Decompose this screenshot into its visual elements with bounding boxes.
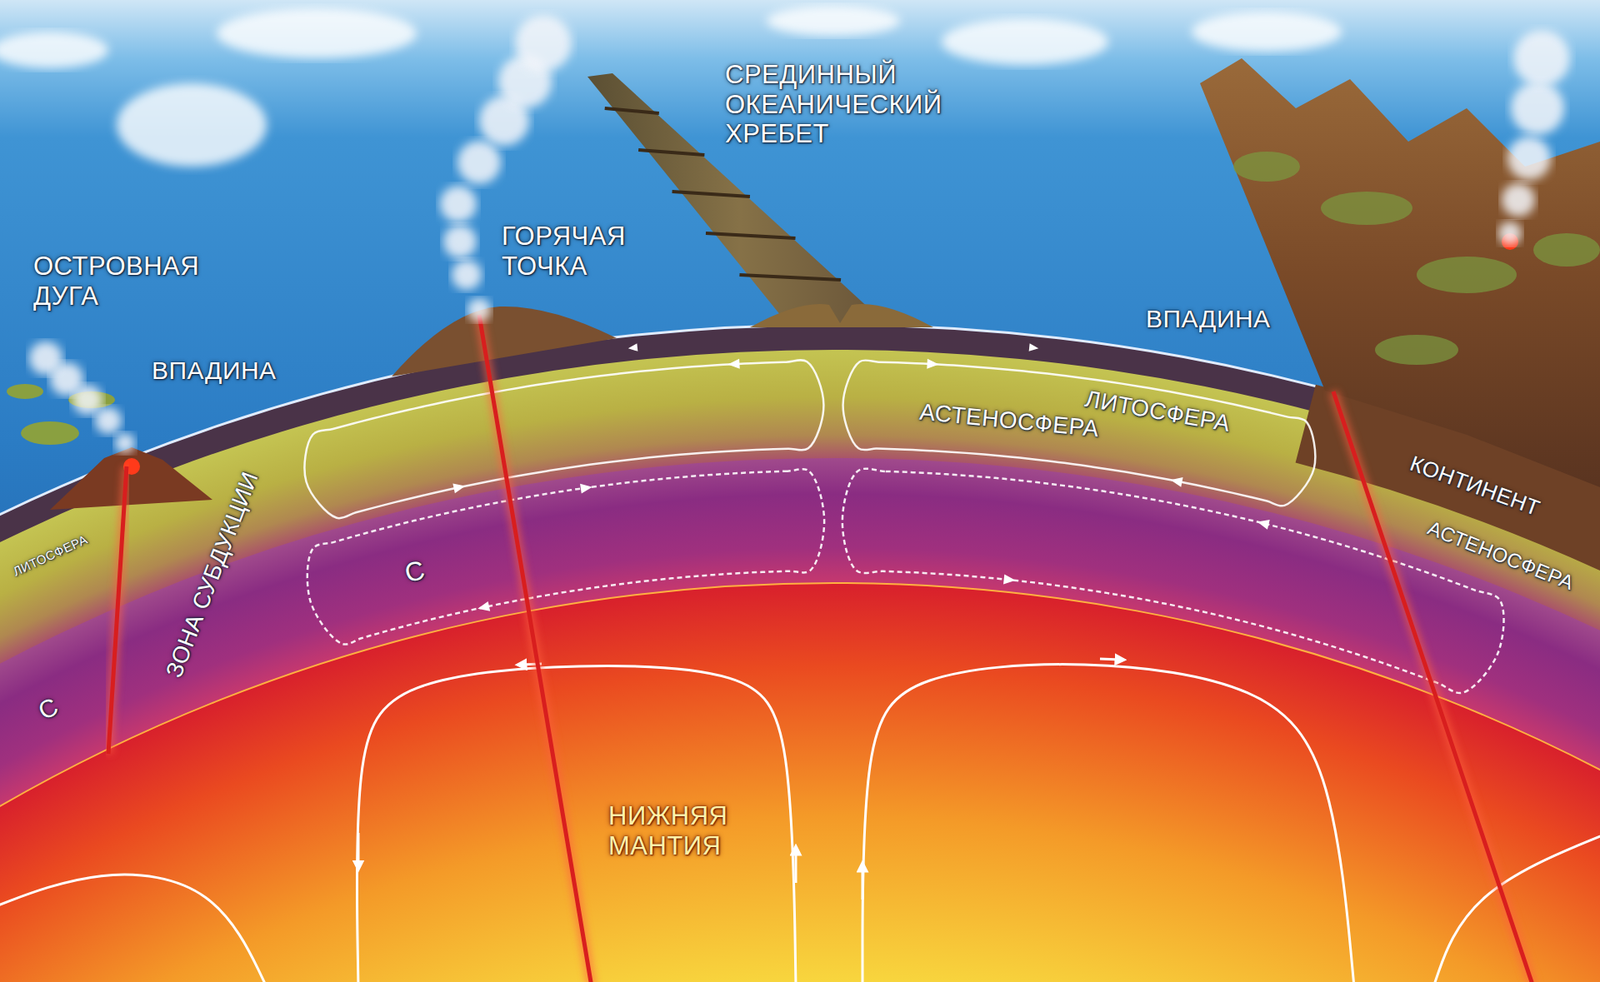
vegetation-patch [1375,335,1459,365]
convection-loop [842,469,1505,694]
flow-arrow [1255,517,1270,530]
cloud [941,18,1109,65]
label-box: ОСТРОВНАЯ ДУГА [33,251,225,311]
ridge-label: СРЕДИННЫЙ ОКЕАНИЧЕСКИЙ ХРЕБЕТ [725,60,959,150]
flow-arrow [357,833,360,867]
vegetation-patch [1233,151,1300,182]
flow-arrow [580,482,594,495]
smoke-puff [451,260,482,290]
vegetation [1233,151,1600,365]
smoke-puff [115,433,135,454]
smoke-puff [1498,221,1522,245]
flow-arrows [452,343,1270,614]
smoke-puff [95,407,122,435]
smoke-puff [467,298,491,322]
lower-mantle [0,583,1600,982]
mantle-cell [0,875,267,982]
cloud [766,5,900,36]
mantle-cells [0,665,1600,982]
island [6,384,44,400]
plume-line [108,466,127,755]
vegetation-patch [1416,256,1517,294]
flow-arrow [926,359,940,370]
flow-arrow [1100,659,1121,660]
flow-arrow [476,601,490,615]
smoke-puff [457,140,501,185]
smoke-puff [443,225,477,259]
smoke-puff [1510,81,1565,135]
flow-arrow [452,481,466,495]
trench-label: ВПАДИНА [1145,305,1271,335]
flow-arrow [627,343,638,353]
label-box: НИЖНЯЯ МАНТИЯ [608,801,759,861]
flow-arrow [795,850,798,884]
flow-arrow [1029,343,1040,353]
label-box: ГОРЯЧАЯ ТОЧКА [501,221,660,281]
flow-arrow [1003,574,1016,585]
mantle-cell [356,666,796,982]
ridge-crest [750,304,934,328]
flow-arrow [727,359,740,370]
asthenosphere-layer [0,350,1600,982]
smoke-puff [1501,183,1535,217]
smoke-puff [29,341,63,375]
cloud [216,8,417,59]
plume-glow [108,466,127,755]
mantle-cell [862,665,1355,982]
smoke-puff [1507,136,1551,180]
fault-line [739,275,841,280]
island-arc-label: ОСТРОВНАЯ ДУГА [33,251,225,311]
magma-plumes [108,315,1534,982]
convection-cells [304,360,1504,694]
convection-loop [304,360,824,519]
smoke-puff [440,185,477,223]
smoke-puff [1513,30,1570,87]
hotspot-label: ГОРЯЧАЯ ТОЧКА [501,221,660,281]
label-box: ВПАДИНА [1145,305,1271,335]
cloud [1191,11,1342,52]
flow-arrow [861,866,865,900]
cloud [0,31,109,69]
convection-loop [843,360,1316,506]
arc-volcano [50,447,213,510]
vegetation-patch [1533,233,1600,267]
cloud [116,83,267,167]
island [20,421,80,445]
lithosphere-layer [0,325,1600,982]
plume-glow [479,315,592,982]
flow-arrow [1170,475,1184,487]
smoke-puff [515,15,572,72]
trench-label: ВПАДИНА [151,356,277,386]
label-box: СРЕДИННЫЙ ОКЕАНИЧЕСКИЙ ХРЕБЕТ [725,60,959,150]
mantle-arrows [358,659,1121,900]
mantle-cell [1433,833,1600,982]
volcanic-smoke [29,15,1570,454]
convection-layer [0,458,1600,982]
continent-mountains [1200,58,1600,488]
fault-line [638,150,705,155]
fault-line [605,108,660,114]
vegetation-patch [1320,191,1413,225]
fault-line [672,191,750,197]
convection-loop [307,469,825,645]
hotspot-island [391,306,617,377]
label-box: ВПАДИНА [151,356,277,386]
fault-line [705,233,795,239]
layer-label: НИЖНЯЯ МАНТИЯ [608,801,759,861]
plume-line [479,315,592,982]
